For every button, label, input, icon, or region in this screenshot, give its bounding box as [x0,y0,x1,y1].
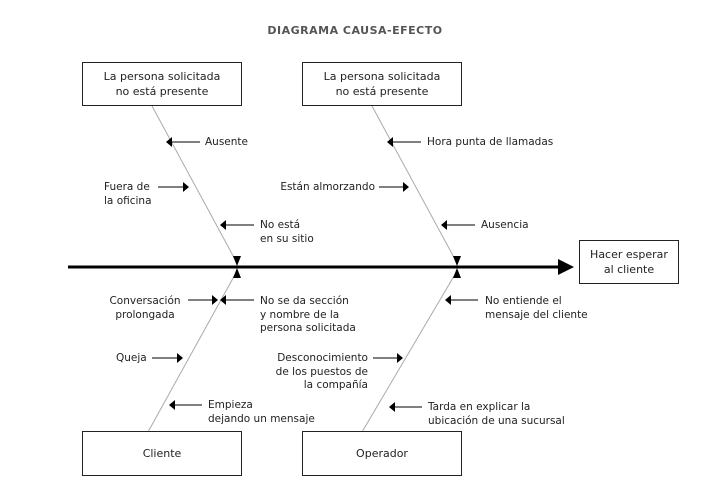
bone-arrowhead-top-right [453,256,461,266]
category-box-top-left: La persona solicitada no está presente [82,62,242,106]
cause-ausente: Ausente [205,136,248,148]
bone-arrowhead-top-left [233,256,241,266]
category-box-bottom-left: Cliente [82,431,242,476]
bone-top-left [151,105,238,264]
effect-box: Hacer esperar al cliente [579,240,679,284]
spine-arrowhead [558,259,574,275]
cause-queja: Queja [116,352,147,364]
cause-tarda: Tarda en explicar la ubicación de una su… [428,401,565,427]
category-box-top-right: La persona solicitada no está presente [302,62,462,106]
cause-conversacion: Conversación prolongada [109,295,181,321]
bone-arrowhead-bottom-left [233,268,241,278]
bone-top-right [371,105,458,264]
cause-ausencia: Ausencia [481,219,529,231]
cause-desconocimiento: Desconocimiento de los puestos de la com… [275,352,368,391]
cause-fuera-oficina: Fuera de la oficina [104,181,152,207]
cause-empieza: Empieza dejando un mensaje [208,399,315,425]
cause-no-se-da-seccion: No se da sección y nombre de la persona … [260,295,356,334]
cause-no-entiende: No entiende el mensaje del cliente [485,295,588,321]
bone-arrowhead-bottom-right [453,268,461,278]
cause-almorzando: Están almorzando [280,181,375,193]
category-box-bottom-right: Operador [302,431,462,476]
bone-bottom-left [147,270,238,433]
cause-hora-punta: Hora punta de llamadas [427,136,554,148]
bone-bottom-right [361,270,458,433]
diagram-title: DIAGRAMA CAUSA-EFECTO [267,24,443,37]
cause-no-esta-sitio: No está en su sitio [260,219,314,245]
